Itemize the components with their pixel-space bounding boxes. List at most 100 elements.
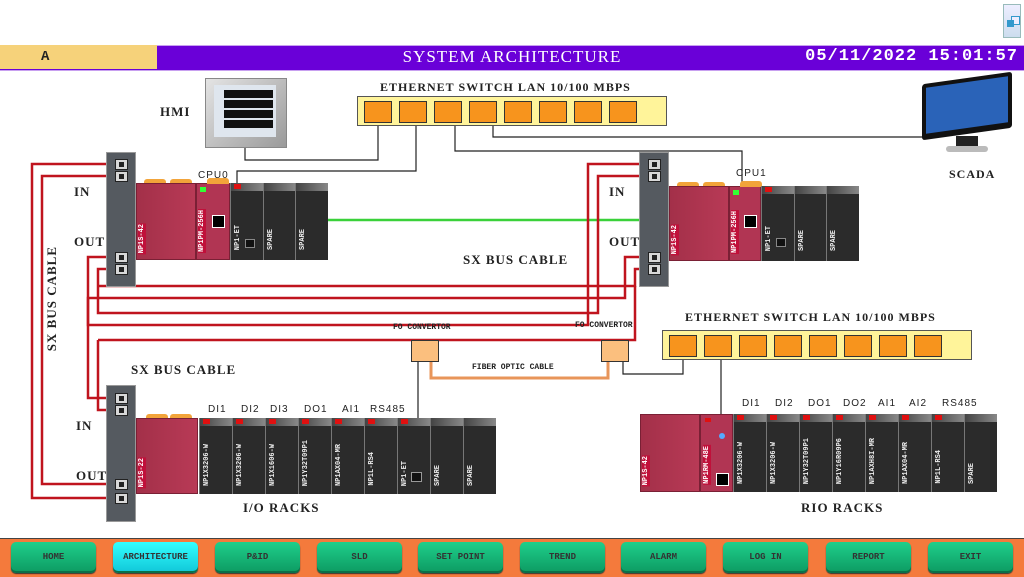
switch-port[interactable]: [669, 335, 697, 357]
rack-module[interactable]: SPARE: [826, 186, 859, 261]
rack-module[interactable]: SPARE: [463, 418, 496, 494]
alarm-indicator[interactable]: A: [0, 45, 157, 69]
rio-interface-module[interactable]: NP1RM-48E: [700, 414, 733, 492]
switch-port[interactable]: [434, 101, 462, 123]
ethernet-port[interactable]: [411, 472, 422, 482]
status-led: [302, 419, 309, 424]
switch-port[interactable]: [914, 335, 942, 357]
cpu0-in-label: IN: [74, 184, 91, 199]
rack-module[interactable]: NP1Y32T09P1: [298, 418, 331, 494]
module-label: NP1AX04-MR: [335, 443, 343, 486]
cpu0-cpu-module[interactable]: NP1PM-256H: [196, 178, 230, 260]
ethernet-port[interactable]: [744, 215, 757, 228]
sx-in-port[interactable]: [648, 159, 661, 170]
fo-convertor-right[interactable]: [601, 340, 629, 362]
rack-module[interactable]: NP1-ET: [397, 418, 430, 494]
switch-port[interactable]: [399, 101, 427, 123]
cpu0-out-label: OUT: [74, 234, 106, 249]
rack-module[interactable]: NP1X3206-W: [232, 418, 265, 494]
switch-port[interactable]: [879, 335, 907, 357]
switch-port[interactable]: [609, 101, 637, 123]
nav-button-architecture[interactable]: ARCHITECTURE: [113, 542, 198, 573]
rack-module[interactable]: NP1AXH8I-MR: [865, 414, 898, 492]
nav-button-alarm[interactable]: ALARM: [621, 542, 706, 573]
rack-module[interactable]: NP1X1606-W: [265, 418, 298, 494]
cpu1-sx-interface-module: [639, 152, 669, 287]
sx-out-port[interactable]: [115, 264, 128, 275]
cpu0-sx-interface-module: [106, 152, 136, 287]
scada-ethernet-line: [492, 122, 922, 138]
rack-module[interactable]: NP1-ET: [230, 183, 263, 260]
rack-module[interactable]: SPARE: [295, 183, 328, 260]
nav-button-exit[interactable]: EXIT: [928, 542, 1013, 573]
fiber-optic-cable-label: FIBER OPTIC CABLE: [472, 363, 554, 372]
switch-port[interactable]: [739, 335, 767, 357]
rack-module[interactable]: SPARE: [964, 414, 997, 492]
rack-module[interactable]: SPARE: [794, 186, 826, 261]
rack-module[interactable]: NP1L-RS4: [364, 418, 397, 494]
nav-button-sld[interactable]: SLD: [317, 542, 402, 573]
sx-out-port[interactable]: [115, 493, 128, 504]
nav-button-log-in[interactable]: LOG IN: [723, 542, 808, 573]
ethernet-port[interactable]: [212, 215, 225, 228]
io-slot-labels: DI1 DI2 DI3 DO1 AI1 RS485: [208, 404, 408, 415]
sx-in-port[interactable]: [115, 159, 128, 170]
rack-module[interactable]: NP1X3206-W: [733, 414, 766, 492]
cpu1-ethernet-line: [454, 122, 743, 183]
nav-button-p-id[interactable]: P&ID: [215, 542, 300, 573]
switch-port[interactable]: [469, 101, 497, 123]
cpu1-in-label: IN: [609, 184, 626, 199]
rack-module[interactable]: SPARE: [263, 183, 295, 260]
cpu0-ethernet-line: [236, 122, 417, 183]
rack-module[interactable]: SPARE: [430, 418, 463, 494]
sx-in-port[interactable]: [115, 393, 128, 404]
sx-out-port[interactable]: [115, 479, 128, 490]
switch-port[interactable]: [364, 101, 392, 123]
slot-label: DO1: [808, 398, 832, 409]
switch-port[interactable]: [809, 335, 837, 357]
switch-port[interactable]: [844, 335, 872, 357]
module-label: SPARE: [299, 228, 307, 250]
sx-out-port[interactable]: [648, 264, 661, 275]
sx-in-port[interactable]: [115, 405, 128, 416]
nav-button-trend[interactable]: TREND: [520, 542, 605, 573]
ethernet-port[interactable]: [716, 473, 729, 486]
switch-port[interactable]: [539, 101, 567, 123]
sx-in-port[interactable]: [648, 171, 661, 182]
hmi-device[interactable]: [205, 78, 287, 148]
sx-bus-cable-5: [86, 255, 645, 400]
module-label: NP1AXH8I-MR: [869, 437, 877, 484]
rack-module[interactable]: NP1X3206-W: [199, 418, 232, 494]
status-led: [737, 415, 744, 420]
rack-module[interactable]: NP1Y16R09P6: [832, 414, 865, 492]
rack-module[interactable]: NP1X3206-W: [766, 414, 799, 492]
restore-window-icon[interactable]: [1003, 4, 1021, 38]
slot-label: DI2: [241, 404, 260, 415]
scada-workstation[interactable]: [918, 71, 1016, 162]
sx-bus-cable-vertical-label: SX BUS CABLE: [44, 246, 59, 352]
rack-module[interactable]: NP1Y32T09P1: [799, 414, 832, 492]
module-label: SPARE: [267, 228, 275, 250]
alarm-indicator-text: A: [41, 49, 50, 65]
switch-port[interactable]: [774, 335, 802, 357]
fo-convertor-left[interactable]: [411, 340, 439, 362]
nav-button-home[interactable]: HOME: [11, 542, 96, 573]
nav-button-report[interactable]: REPORT: [826, 542, 911, 573]
sx-in-port[interactable]: [115, 171, 128, 182]
rack-module[interactable]: NP1AX04-MR: [898, 414, 931, 492]
cpu1-out-label: OUT: [609, 234, 641, 249]
switch-port[interactable]: [574, 101, 602, 123]
title-bar: [0, 45, 1024, 71]
rack-module[interactable]: NP1L-RS4: [931, 414, 964, 492]
nav-button-set-point[interactable]: SET POINT: [418, 542, 503, 573]
sx-out-port[interactable]: [648, 252, 661, 263]
cpu1-cpu-module[interactable]: NP1PM-256H: [729, 181, 762, 261]
rack-module[interactable]: NP1AX04-MR: [331, 418, 364, 494]
fo-convertor-left-label: FO CONVERTOR: [393, 323, 451, 332]
rack-module[interactable]: NP1-ET: [761, 186, 794, 261]
sx-out-port[interactable]: [115, 252, 128, 263]
switch-port[interactable]: [504, 101, 532, 123]
switch-port[interactable]: [704, 335, 732, 357]
